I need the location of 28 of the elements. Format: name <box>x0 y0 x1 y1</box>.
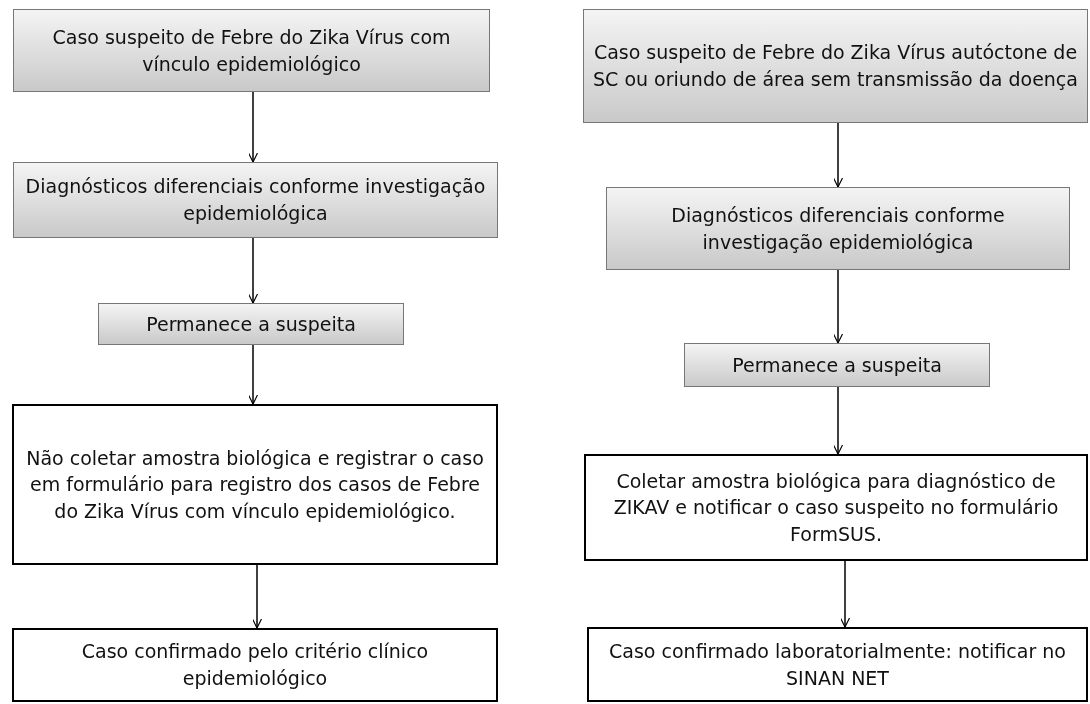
process-box <box>13 9 490 92</box>
process-box <box>13 162 498 238</box>
arrow <box>247 91 259 163</box>
arrow <box>247 237 259 304</box>
arrow <box>247 344 259 405</box>
box-text: Caso suspeito de Febre do Zika Vírus autóctone de SC ou oriundo de área sem transmissão da doença <box>592 40 1079 92</box>
box-text: Coletar amostra biológica para diagnóstico de ZIKAV e notificar o caso suspeito no formulário FormSUS. <box>612 468 1060 547</box>
box-text: Caso suspeito de Febre do Zika Vírus com vínculo epidemiológico <box>51 24 452 77</box>
box-text: Permanece a suspeita <box>732 352 942 378</box>
process-box <box>606 187 1070 270</box>
process-box <box>12 628 498 702</box>
arrow <box>251 564 263 629</box>
box-text: Não coletar amostra biológica e registrar o caso em formulário para registro dos casos de Febre do Zika Vírus com vínculo epidemiológico. <box>25 445 485 524</box>
process-box <box>98 303 404 345</box>
process-box <box>587 627 1088 702</box>
box-text: Caso confirmado laboratorialmente: notificar no SINAN NET <box>608 638 1067 691</box>
process-box <box>12 404 498 565</box>
arrow <box>832 122 844 188</box>
arrow <box>839 560 851 628</box>
box-text: Caso confirmado pelo critério clínico epidemiológico <box>80 639 430 691</box>
process-box <box>583 9 1088 123</box>
box-text: Diagnósticos diferenciais conforme investigação epidemiológica <box>670 202 1006 255</box>
arrow <box>832 386 844 455</box>
box-text: Permanece a suspeita <box>146 311 356 337</box>
box-text: Diagnósticos diferenciais conforme investigação epidemiológica <box>24 174 487 226</box>
arrow <box>832 269 844 344</box>
process-box <box>684 343 990 387</box>
process-box <box>584 454 1088 561</box>
